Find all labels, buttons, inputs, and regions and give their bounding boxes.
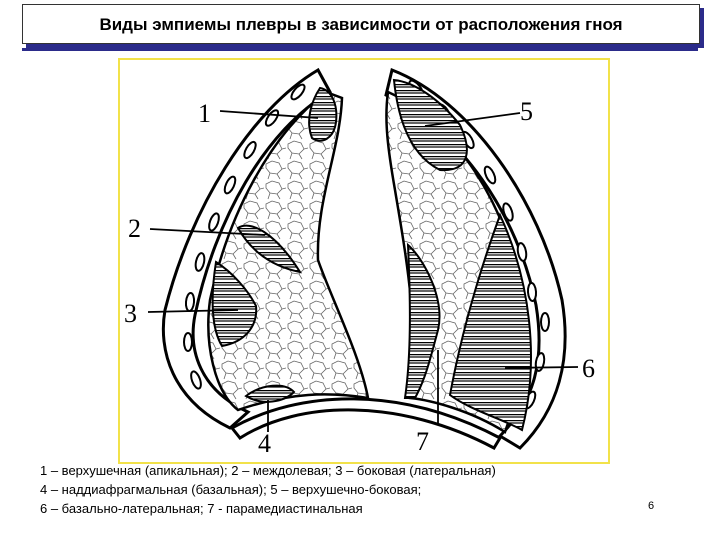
label-1: 1	[198, 99, 211, 128]
label-6: 6	[582, 354, 595, 383]
label-2: 2	[128, 214, 141, 243]
label-7: 7	[416, 427, 429, 456]
page-number: 6	[648, 500, 654, 512]
left-lung	[208, 92, 368, 410]
label-5: 5	[520, 97, 533, 126]
label-4: 4	[258, 429, 271, 458]
label-3: 3	[124, 299, 137, 328]
figure-caption: 1 – верхушечная (апикальная); 2 – междол…	[40, 461, 640, 518]
caption-line: 6 – базально-латеральная; 7 - парамедиас…	[40, 499, 640, 518]
caption-line: 1 – верхушечная (апикальная); 2 – междол…	[40, 461, 640, 480]
caption-line: 4 – наддиафрагмальная (базальная); 5 – в…	[40, 480, 640, 499]
